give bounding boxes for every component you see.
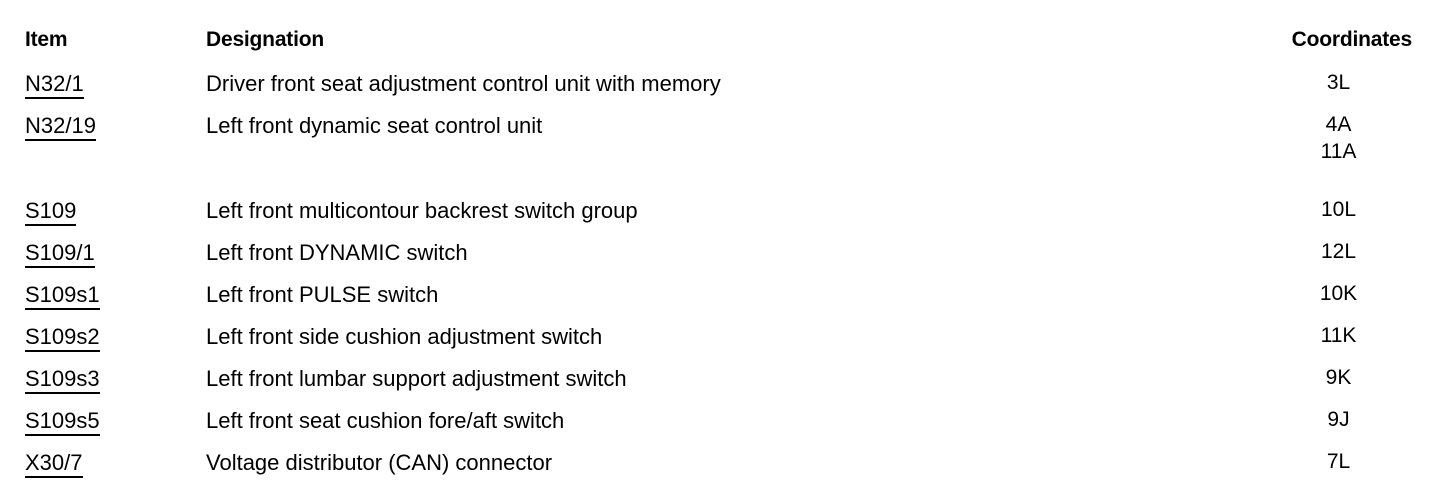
item-code-link[interactable]: S109	[25, 199, 77, 227]
coordinates-cell: 9K	[1240, 367, 1437, 388]
item-code-cell[interactable]: N32/1	[25, 71, 84, 100]
table-row: N32/19 Left front dynamic seat control un…	[0, 42, 1456, 162]
designation-cell: Left front multicontour backrest switch …	[206, 198, 638, 223]
coordinate-value: 4A	[1325, 113, 1352, 136]
table-row: S109s2 Left front side cushion adjustment…	[0, 253, 1456, 353]
table-header-row: Item Designation Coordinates	[0, 0, 1456, 51]
item-code-cell[interactable]: S109s2	[25, 324, 100, 353]
coordinate-value: 11K	[1320, 324, 1357, 347]
item-code-link[interactable]: S109s1	[25, 283, 100, 311]
item-code-link[interactable]: S109s5	[25, 409, 100, 437]
designation-cell: Left front DYNAMIC switch	[206, 240, 468, 265]
table-row: S109/1 Left front DYNAMIC switch 12L	[0, 169, 1456, 269]
coordinates-cell: 3L	[1240, 72, 1437, 93]
designation-cell: Driver front seat adjustment control uni…	[206, 71, 721, 96]
coordinates-cell: 10L	[1240, 199, 1437, 220]
coordinate-value: 7L	[1326, 450, 1351, 473]
table-row: S109s3 Left front lumbar support adjustme…	[0, 295, 1456, 395]
item-code-link[interactable]: N32/19	[25, 114, 96, 142]
designation-cell: Voltage distributor (CAN) connector	[206, 450, 553, 475]
coordinate-value: 9J	[1327, 408, 1350, 431]
item-code-cell[interactable]: S109s5	[25, 408, 100, 437]
coordinate-value: 3L	[1326, 71, 1351, 94]
coordinate-value: 9K	[1325, 366, 1352, 389]
table-row: X30/7 Voltage distributor (CAN) connector…	[0, 379, 1456, 479]
item-code-link[interactable]: S109s3	[25, 367, 100, 395]
coordinate-value: 10K	[1319, 282, 1358, 305]
designation-cell: Left front seat cushion fore/aft switch	[206, 408, 565, 433]
table-row: N32/1 Driver front seat adjustment contro…	[0, 0, 1456, 100]
coordinates-cell: 12L	[1240, 241, 1437, 262]
item-code-cell[interactable]: S109/1	[25, 240, 95, 269]
item-code-cell[interactable]: N32/19	[25, 113, 96, 142]
table-row: S109 Left front multicontour backrest swi…	[0, 127, 1456, 227]
coordinates-cell: 9J	[1240, 409, 1437, 430]
coordinate-value: 12L	[1320, 240, 1357, 263]
item-code-cell[interactable]: X30/7	[25, 450, 83, 479]
designation-cell: Left front side cushion adjustment switc…	[206, 324, 603, 349]
item-code-link[interactable]: S109s2	[25, 325, 100, 353]
item-code-link[interactable]: S109/1	[25, 241, 95, 269]
table-row: S109s5 Left front seat cushion fore/aft s…	[0, 337, 1456, 437]
designation-cell: Left front dynamic seat control unit	[206, 113, 543, 138]
coordinates-cell: 10K	[1240, 283, 1437, 304]
coordinates-cell: 11K	[1240, 325, 1437, 346]
coordinate-value: 11A	[1320, 140, 1357, 163]
coordinate-value: 10L	[1320, 198, 1357, 221]
coordinates-cell: 7L	[1240, 451, 1437, 472]
item-code-link[interactable]: X30/7	[25, 451, 83, 479]
column-header-item: Item	[25, 28, 68, 51]
item-code-link[interactable]: N32/1	[25, 72, 84, 100]
column-header-designation: Designation	[206, 28, 324, 51]
item-code-cell[interactable]: S109s3	[25, 366, 100, 395]
designation-cell: Left front PULSE switch	[206, 282, 439, 307]
item-code-cell[interactable]: S109	[25, 198, 77, 227]
item-code-cell[interactable]: S109s1	[25, 282, 100, 311]
column-header-coordinates: Coordinates	[1291, 28, 1413, 51]
table-row: S109s1 Left front PULSE switch 10K	[0, 211, 1456, 311]
designation-cell: Left front lumbar support adjustment swi…	[206, 366, 627, 391]
